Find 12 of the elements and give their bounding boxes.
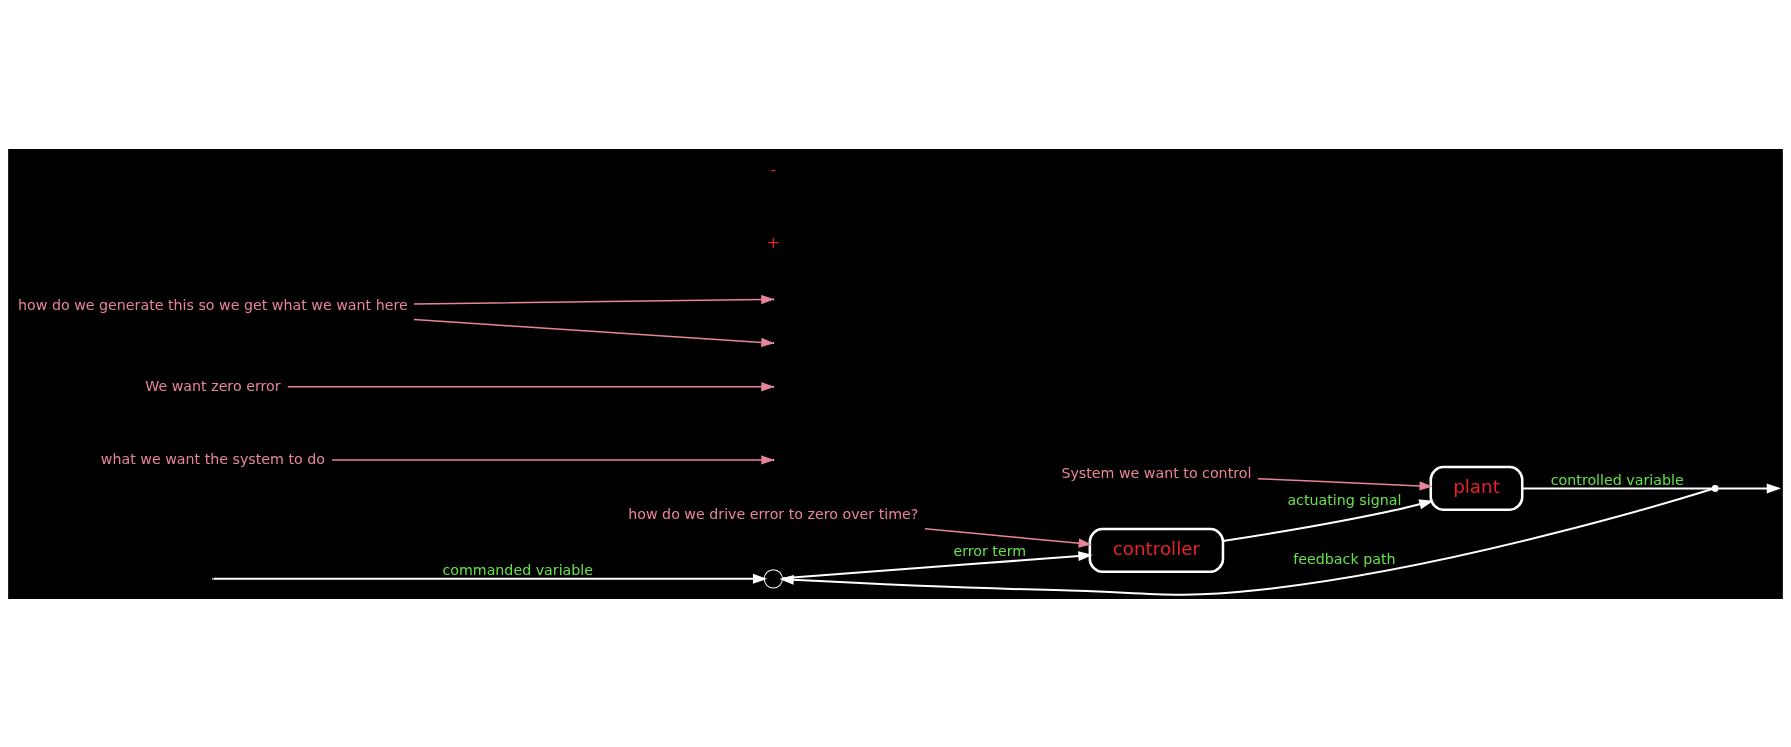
node-text: System we want to control — [1061, 464, 1252, 481]
edge-label: error term — [953, 542, 1027, 559]
edge-label: controlled variable — [1550, 471, 1684, 488]
edge-label: feedback path — [1293, 550, 1396, 567]
edge-label: actuating signal — [1287, 491, 1402, 508]
label: + — [766, 232, 781, 252]
node-text: how do we generate this so we get what we want here — [18, 296, 408, 313]
label: - — [770, 159, 777, 179]
node-text: how do we drive error to zero over time? — [628, 505, 919, 522]
node-text: We want zero error — [145, 377, 281, 394]
node-text: what we want the system to do — [100, 450, 325, 467]
edge-label: commanded variable — [442, 561, 594, 578]
